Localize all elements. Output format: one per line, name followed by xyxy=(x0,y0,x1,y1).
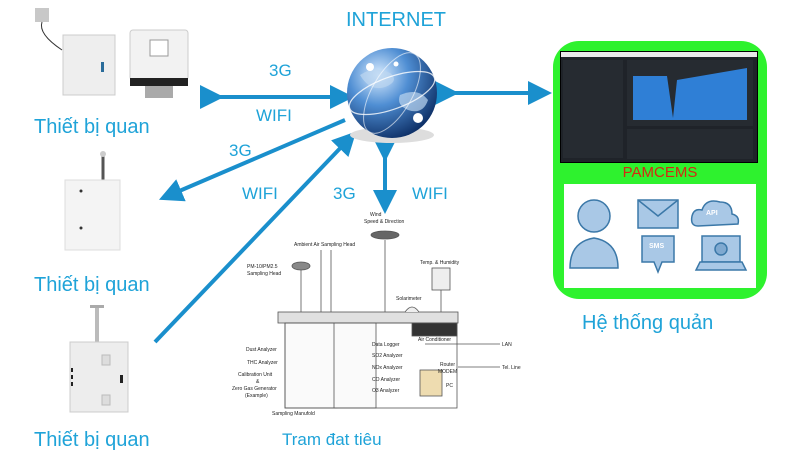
label-wifi-top: WIFI xyxy=(256,106,292,125)
station-aircon: Air Conditioner xyxy=(418,337,452,343)
station-wind: Wind xyxy=(370,212,382,218)
station-pm2: Sampling Head xyxy=(247,271,282,277)
api-cloud-icon xyxy=(690,200,740,227)
management-label: Hệ thống quản xyxy=(582,312,714,334)
dashboard-topbar xyxy=(561,52,757,57)
station-calib3: Zero Gas Generator xyxy=(232,386,277,392)
device-1-image xyxy=(35,8,189,98)
station-calib4: (Example) xyxy=(245,393,268,399)
station-temp: Temp. & Humidity xyxy=(420,260,460,266)
dashboard-area-chart xyxy=(633,68,747,120)
station-diagram xyxy=(277,230,500,409)
label-wifi-bottom: WIFI xyxy=(412,184,448,203)
station-so2: SO2 Analyzer xyxy=(372,353,403,359)
station-pc: PC xyxy=(446,383,453,389)
label-3g-mid: 3G xyxy=(229,141,252,160)
device-3-image xyxy=(69,305,129,413)
arrow-device3-internet xyxy=(153,131,357,344)
device-1-label: Thiết bị quan xyxy=(34,116,150,138)
station-modem: MODEM xyxy=(438,369,458,375)
sms-icon xyxy=(641,235,675,275)
pamcems-label: PAMCEMS xyxy=(622,164,698,181)
station-label: Tram đat tiêu xyxy=(282,430,382,449)
laptop-icon xyxy=(694,235,748,271)
label-3g-top: 3G xyxy=(269,61,292,80)
station-ambient: Ambient Air Sampling Head xyxy=(294,242,356,248)
station-solar: Solarimeter xyxy=(396,296,422,302)
device-2-image xyxy=(64,151,121,251)
station-co: CO Analyzer xyxy=(372,377,401,383)
device-3-label: Thiết bị quan xyxy=(34,429,150,451)
station-manifold: Sampling Manufold xyxy=(272,411,315,417)
email-icon xyxy=(637,199,679,229)
station-calib2: & xyxy=(256,379,260,385)
station-o3: O3 Analyzer xyxy=(372,388,400,394)
internet-title: INTERNET xyxy=(346,9,446,31)
station-calib1: Calibration Unit xyxy=(238,372,273,378)
notification-icons-panel: API SMS xyxy=(564,184,756,288)
station-pm: PM-10/PM2.5 xyxy=(247,264,278,270)
dashboard-table xyxy=(627,129,753,159)
icons-svg xyxy=(569,199,748,275)
station-tel: Tel. Line xyxy=(502,365,521,371)
dashboard-sidebar xyxy=(563,60,623,158)
label-3g-bottom: 3G xyxy=(333,184,356,203)
dashboard-screenshot[interactable] xyxy=(560,51,758,163)
station-thc: THC Analyzer xyxy=(247,360,278,366)
device-2-label: Thiết bị quan xyxy=(34,274,150,296)
station-wind2: Speed & Direction xyxy=(364,219,405,225)
label-wifi-mid: WIFI xyxy=(242,184,278,203)
sms-text: SMS xyxy=(649,243,665,250)
station-nox: NOx Analyzer xyxy=(372,365,403,371)
station-router: Router xyxy=(440,362,456,368)
arrow-internet-device2 xyxy=(158,118,346,202)
user-icon xyxy=(569,199,619,269)
globe-icon xyxy=(347,48,437,143)
api-text: API xyxy=(706,210,718,217)
dashboard-chart xyxy=(627,60,753,126)
station-lan: LAN xyxy=(502,342,512,348)
station-logger: Data Logger xyxy=(372,342,400,348)
station-dust: Dust Analyzer xyxy=(246,347,277,353)
